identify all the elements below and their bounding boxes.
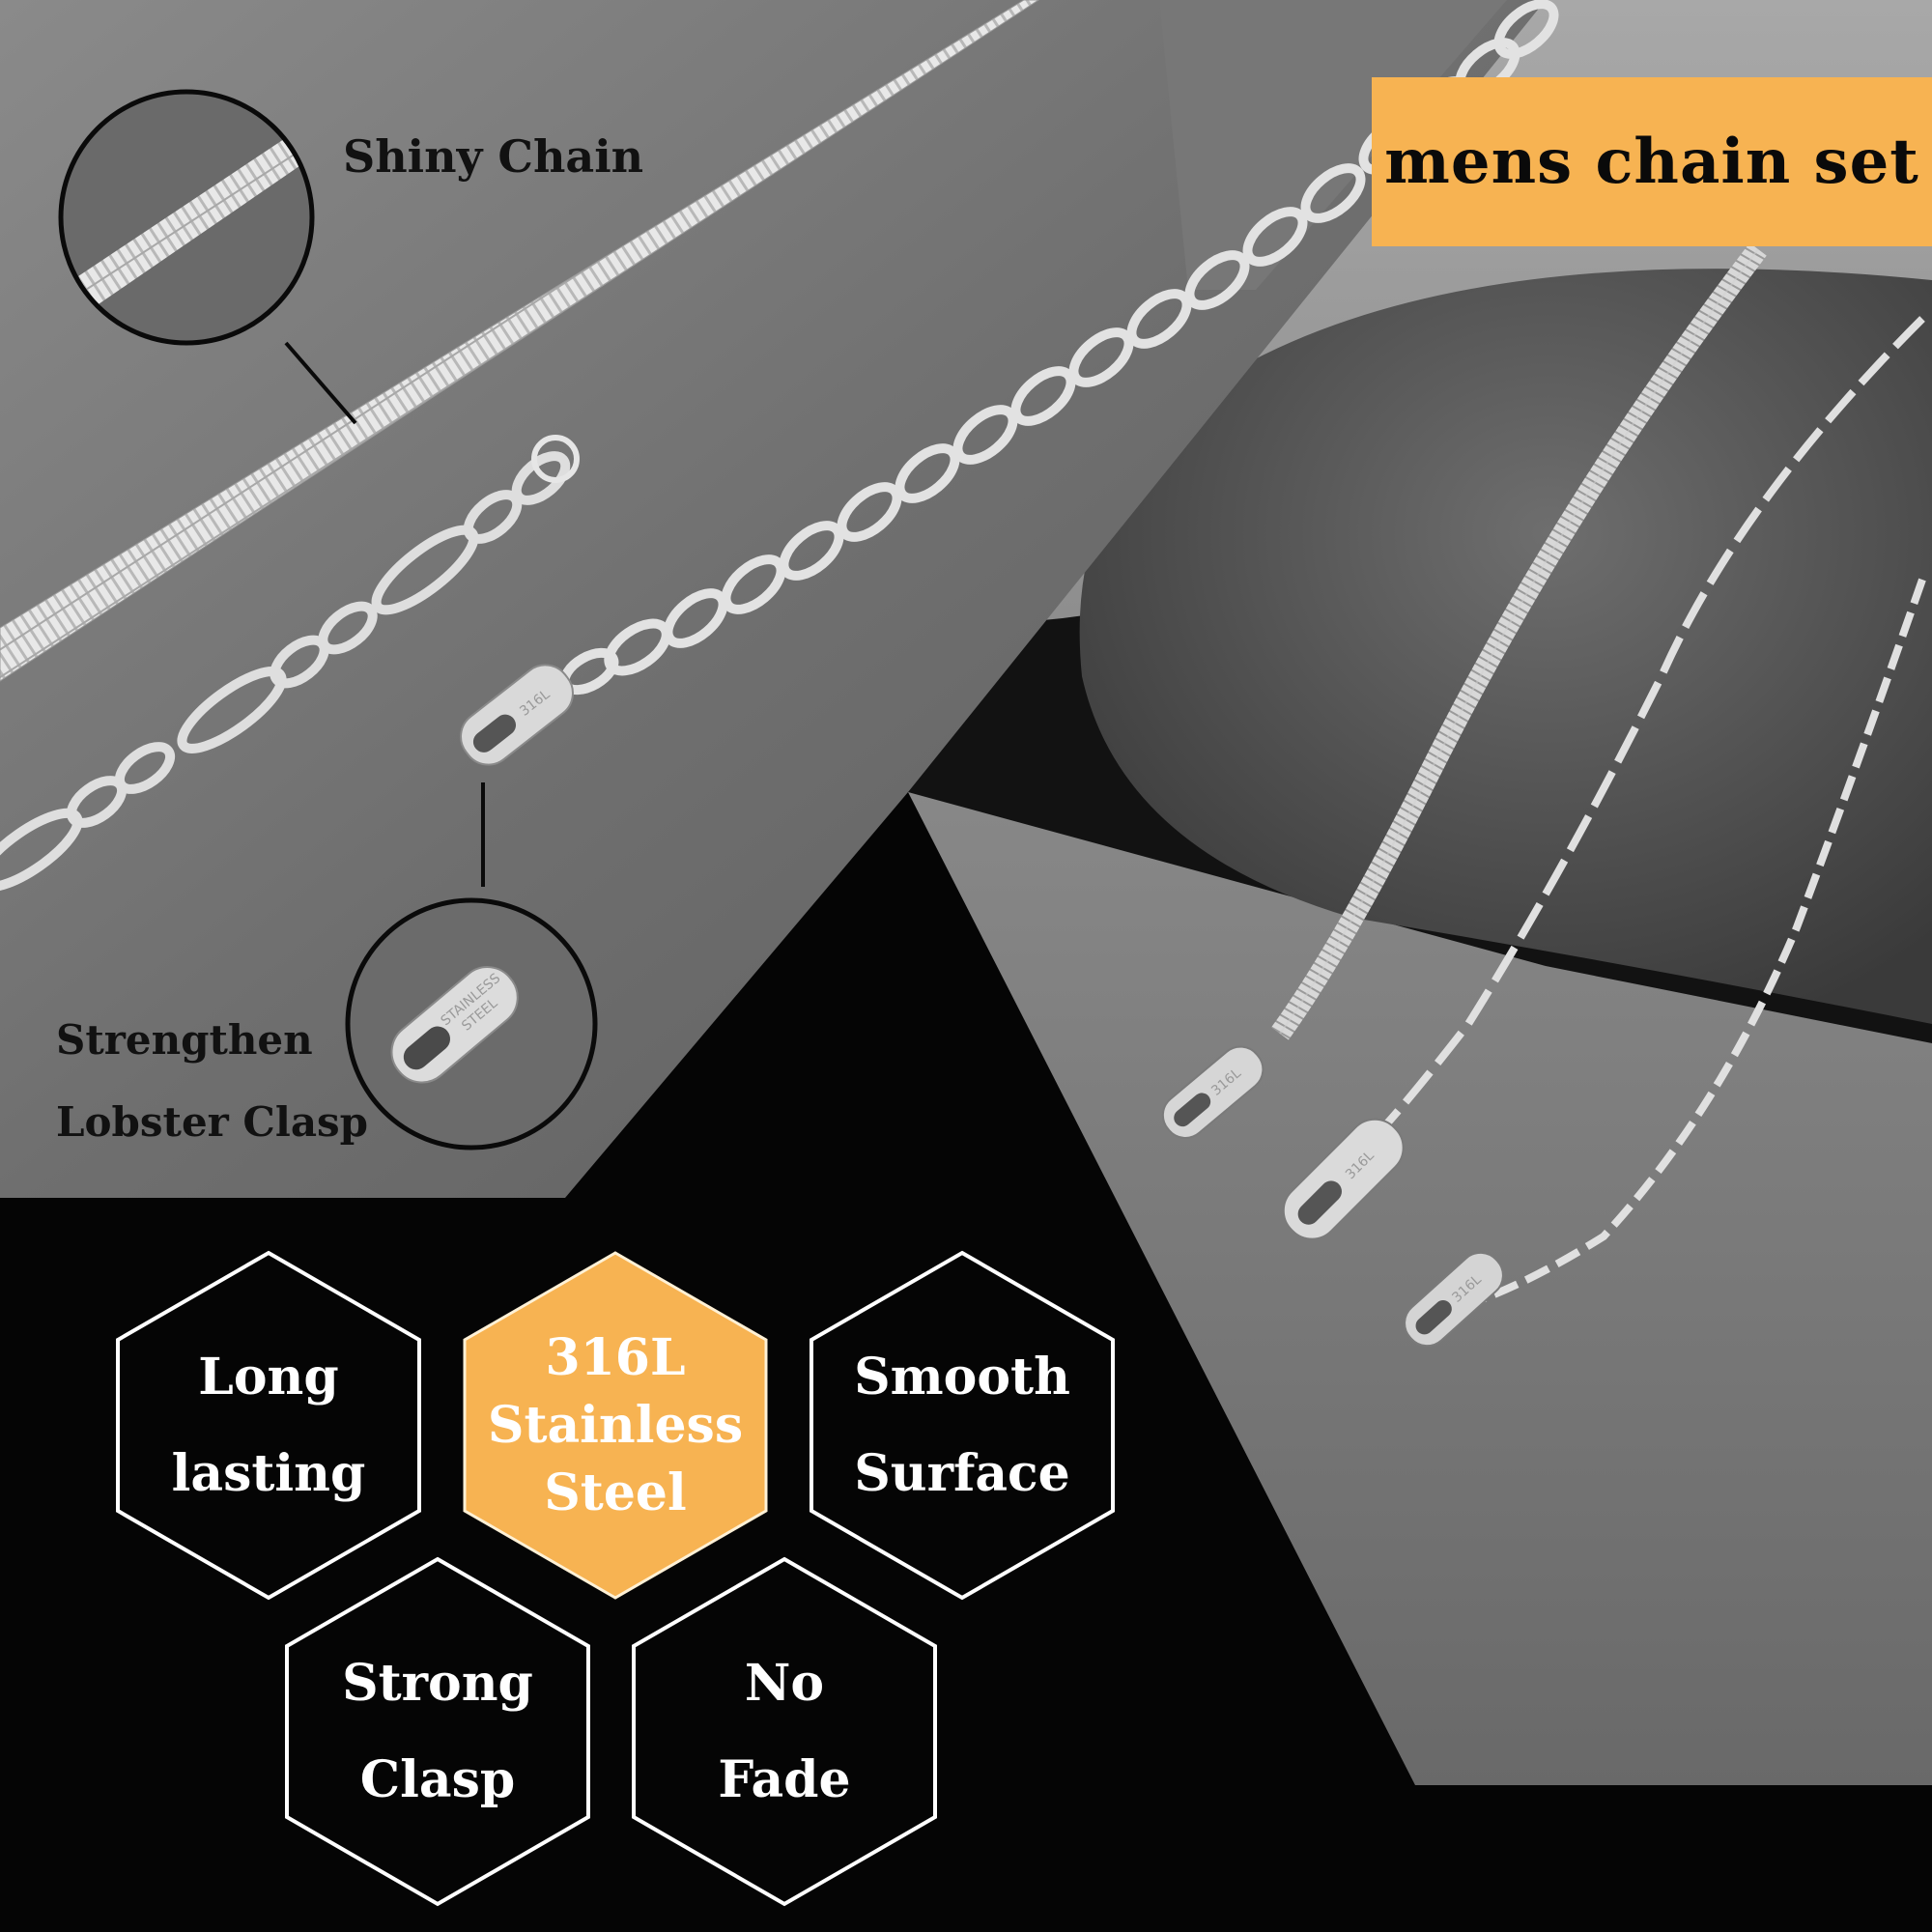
- feature-hex-no-fade: No Fade: [630, 1555, 939, 1908]
- shiny-chain-zoom-circle: [58, 89, 315, 346]
- feature-line: Steel: [544, 1463, 687, 1522]
- curb-chain-right: [1466, 578, 1926, 1308]
- title-banner: mens chain set: [1372, 77, 1932, 246]
- shiny-chain-label: Shiny Chain: [343, 130, 644, 183]
- feature-line: Stainless: [487, 1395, 744, 1455]
- banner-title: mens chain set: [1384, 126, 1919, 198]
- lobster-clasp-right-2: 316L: [1282, 1118, 1405, 1240]
- lobster-clasp-right-3: 316L: [1404, 1251, 1504, 1348]
- feature-hex-smooth-surface: Smooth Surface: [808, 1249, 1117, 1602]
- feature-hex-316l-stainless-steel: 316L Stainless Steel: [461, 1249, 770, 1602]
- feature-hex-long-lasting: Long lasting: [114, 1249, 423, 1602]
- clasp-label-line1: Strengthen: [56, 1016, 313, 1064]
- feature-line: No: [744, 1653, 825, 1713]
- lobster-clasp-main: 316L: [460, 664, 574, 766]
- shiny-callout-line: [284, 341, 357, 425]
- figaro-chain: [0, 451, 571, 893]
- feature-line: Strong: [342, 1653, 533, 1713]
- feature-line: Fade: [718, 1749, 851, 1809]
- feature-hex-strong-clasp: Strong Clasp: [283, 1555, 592, 1908]
- herringbone-chain-right: [1271, 242, 1767, 1040]
- feature-line: lasting: [171, 1443, 366, 1503]
- herringbone-chain: [0, 0, 1039, 682]
- figaro-chain-right: [1369, 316, 1925, 1143]
- clasp-label-line2: Lobster Clasp: [56, 1098, 369, 1146]
- jump-ring: [531, 435, 580, 483]
- clasp-zoom-circle: STAINLESS STEEL: [345, 897, 598, 1151]
- feature-line: Surface: [854, 1443, 1070, 1503]
- feature-line: 316L: [545, 1327, 686, 1387]
- feature-line: Long: [198, 1347, 339, 1406]
- feature-line: Smooth: [854, 1347, 1070, 1406]
- lobster-clasp-right-1: 316L: [1161, 1045, 1264, 1139]
- feature-line: Clasp: [359, 1749, 516, 1809]
